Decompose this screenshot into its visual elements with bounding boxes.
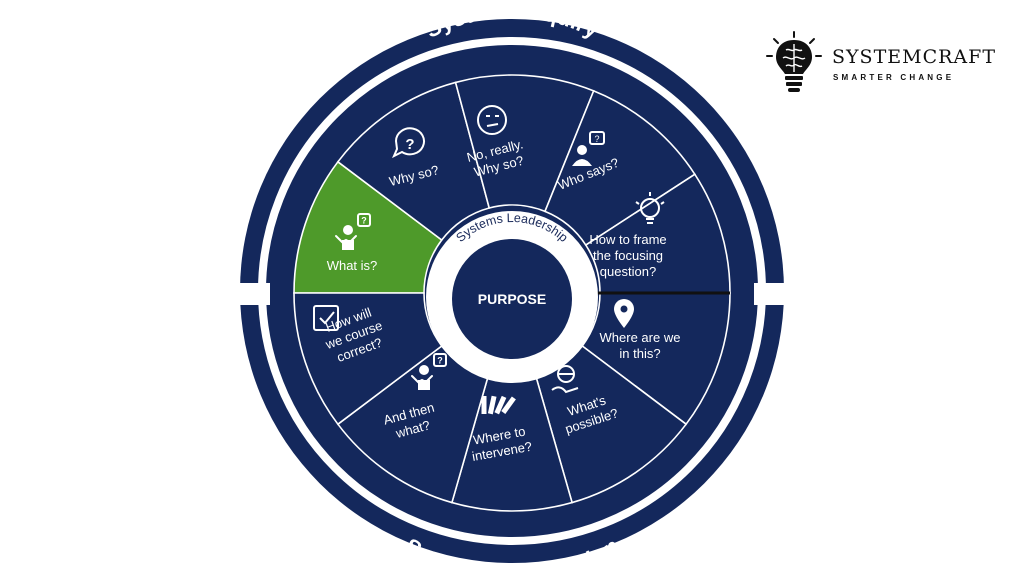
hub-core xyxy=(452,239,572,359)
segment-label-what-is: What is? xyxy=(327,258,378,273)
svg-text:?: ? xyxy=(361,216,367,226)
segment-frame-question xyxy=(584,173,731,294)
person-speech-icon: ? xyxy=(572,131,605,166)
ring-gap-right xyxy=(754,283,794,305)
brand-tagline: SMARTER CHANGE xyxy=(833,73,955,82)
segment-who-says xyxy=(543,89,696,247)
person-question-icon: ? xyxy=(411,353,447,390)
svg-text:?: ? xyxy=(405,136,414,153)
speech-question-icon: ? xyxy=(392,127,425,159)
ring-gap-left xyxy=(230,283,270,305)
systemcraft-logo: SYSTEMCRAFT SMARTER CHANGE xyxy=(760,30,1020,100)
person-question-icon: ? xyxy=(335,213,371,250)
segments-layer: What is??Why so??No, really.Why so?Who s… xyxy=(293,74,731,512)
hub-purpose-label: PURPOSE xyxy=(478,291,546,307)
segment-why-so xyxy=(336,81,491,242)
lightbulb-icon xyxy=(635,192,665,224)
segment-label-course-correct: How willwe coursecorrect? xyxy=(317,303,390,368)
map-pin-icon xyxy=(614,299,634,328)
brand-name: SYSTEMCRAFT xyxy=(832,46,996,68)
segment-where-are-we xyxy=(581,292,731,426)
svg-text:?: ? xyxy=(437,356,443,366)
svg-text:?: ? xyxy=(594,134,599,144)
segment-no-really xyxy=(454,74,595,213)
brain-bulb-icon xyxy=(766,31,822,92)
checkbox-icon xyxy=(313,305,339,331)
dominoes-icon xyxy=(481,395,516,415)
skeptical-face-icon xyxy=(477,105,507,135)
hand-globe-icon xyxy=(551,365,579,394)
segment-course-correct xyxy=(293,292,443,426)
segment-what-is xyxy=(293,160,443,294)
